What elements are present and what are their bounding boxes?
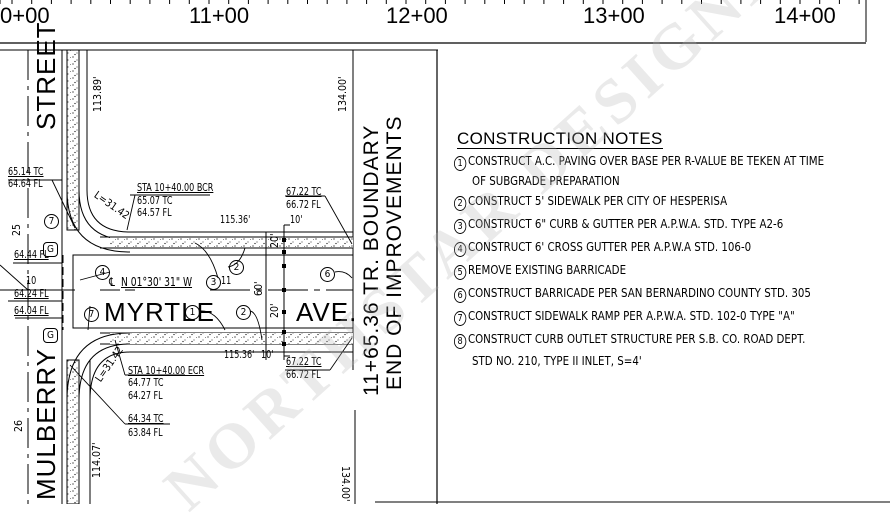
elev-right-top-fl: 66.72 FL bbox=[286, 199, 321, 211]
drawing-linework bbox=[0, 0, 890, 504]
dim-134-top: 134.00' bbox=[337, 76, 349, 112]
ecr-tc: 64.77 TC bbox=[128, 377, 164, 389]
street-name-mulberry: MULBERRY bbox=[31, 347, 61, 500]
ecr-station: STA 10+40.00 ECR bbox=[128, 365, 205, 377]
station-label-14: 14+00 bbox=[774, 3, 836, 28]
sidewalk-south bbox=[66, 359, 80, 504]
dim-134-bottom: 134.00' bbox=[339, 466, 351, 502]
dim-60: 60' bbox=[253, 281, 265, 296]
street-name-street: STREET bbox=[31, 21, 61, 130]
sidewalk-myrtle-south bbox=[110, 333, 353, 344]
callout-g-north: G bbox=[43, 242, 58, 257]
centerline-bearing: N 01°30' 31" W bbox=[121, 275, 193, 289]
sidewalk-myrtle-north bbox=[110, 237, 353, 248]
dim-113-89: 113.89' bbox=[92, 76, 104, 112]
callout-6: 6 bbox=[320, 267, 335, 282]
dim-20-top: 20' bbox=[269, 233, 281, 248]
bcr-fl: 64.57 FL bbox=[137, 207, 172, 219]
dim-10-top: 10' bbox=[290, 214, 303, 226]
callout-3: 3 bbox=[206, 275, 221, 290]
elev-low-fl: 63.84 FL bbox=[128, 427, 163, 439]
elev-left-top-tc: 65.14 TC bbox=[8, 166, 44, 178]
bcr-tc: 65.07 TC bbox=[137, 195, 173, 207]
elev-left-fl-1: 64.44 FL bbox=[14, 249, 49, 261]
elev-left-fl-3: 64.04 FL bbox=[14, 305, 49, 317]
elev-left-fl-2: 64.24 FL bbox=[14, 288, 49, 300]
dim-10: 10 bbox=[26, 275, 37, 287]
dim-114-07: 114.07' bbox=[91, 442, 103, 478]
note-item-1-cont: OF SUBGRADE PREPARATION bbox=[472, 173, 620, 188]
station-11-label: 11 bbox=[221, 275, 232, 287]
callout-2-south: 2 bbox=[236, 305, 251, 320]
elev-right-bot-fl: 66.72 FL bbox=[286, 369, 321, 381]
ecr-fl: 64.27 FL bbox=[128, 390, 163, 402]
dim-115-top: 115.36' bbox=[220, 214, 251, 226]
callout-7-north: 7 bbox=[44, 214, 59, 229]
dim-10-bottom: 10' bbox=[261, 349, 274, 361]
street-name-ave: AVE. bbox=[296, 297, 358, 327]
elev-low-tc: 64.34 TC bbox=[128, 413, 164, 425]
bcr-station: STA 10+40.00 BCR bbox=[137, 182, 214, 194]
callout-7-south: 7 bbox=[84, 307, 99, 322]
dim-25: 25 bbox=[11, 223, 23, 236]
centerline-symbol: ℄ bbox=[109, 275, 115, 289]
station-ruler-ticks bbox=[0, 0, 867, 42]
callout-4: 4 bbox=[95, 265, 110, 280]
callout-2-north: 2 bbox=[229, 260, 244, 275]
sidewalk-north bbox=[66, 49, 80, 231]
elev-right-top-tc: 67.22 TC bbox=[286, 186, 322, 198]
dim-115-bottom: 115.36' bbox=[224, 349, 255, 361]
station-label-10: 0+00 bbox=[0, 3, 50, 28]
construction-notes-title: CONSTRUCTION NOTES bbox=[457, 129, 663, 149]
dim-20-bottom: 20' bbox=[269, 303, 281, 318]
dim-26: 26 bbox=[13, 419, 25, 432]
elev-right-bot-tc: 67.22 TC bbox=[286, 356, 322, 368]
callout-g-south: G bbox=[43, 328, 58, 343]
station-label-11: 11+00 bbox=[189, 3, 250, 28]
note-item-8-cont: STD NO. 210, TYPE II INLET, S=4' bbox=[472, 353, 642, 368]
elev-left-top-fl: 64.64 FL bbox=[8, 178, 43, 190]
station-label-12: 12+00 bbox=[386, 3, 448, 28]
station-label-13: 13+00 bbox=[583, 3, 645, 28]
callout-1: 1 bbox=[185, 305, 200, 320]
